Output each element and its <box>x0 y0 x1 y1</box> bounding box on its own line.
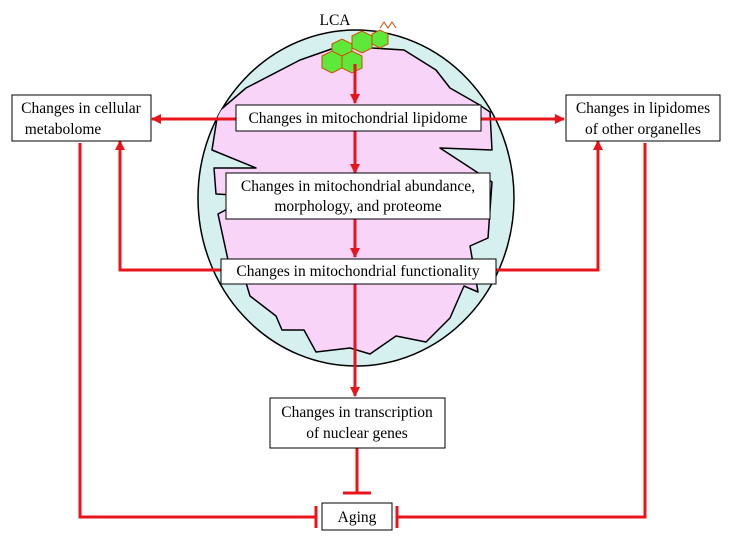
metabolome-label-line1: Changes in cellular <box>21 100 141 117</box>
inhibition-organelles-to-aging <box>397 143 647 519</box>
inhibition-metabolome-to-aging <box>78 143 316 519</box>
transcription-label-line2: of nuclear genes <box>306 425 408 442</box>
box-mitochondrial-abundance: Changes in mitochondrial abundance, morp… <box>225 172 491 220</box>
transcription-label-line1: Changes in transcription <box>281 404 433 421</box>
arrows <box>78 64 647 528</box>
box-cellular-metabolome: Changes in cellular metabolome <box>11 94 152 142</box>
functionality-label: Changes in mitochondrial functionality <box>236 263 479 280</box>
organelles-label-line1: Changes in lipidomes <box>576 100 710 117</box>
lca-molecule-icon <box>321 21 397 74</box>
arrow-functionality-to-metabolome <box>115 140 221 272</box>
abundance-label-line1: Changes in mitochondrial abundance, <box>241 178 475 195</box>
box-mitochondrial-lipidome: Changes in mitochondrial lipidome <box>235 104 482 132</box>
lca-label: LCA <box>320 12 352 29</box>
box-mitochondrial-functionality: Changes in mitochondrial functionality <box>220 258 497 285</box>
organelles-label-line2: of other organelles <box>585 121 701 138</box>
box-aging: Aging <box>321 502 393 531</box>
abundance-label-line2: morphology, and proteome <box>274 198 441 215</box>
metabolome-label-line2: metabolome <box>25 121 102 138</box>
lipidome-label: Changes in mitochondrial lipidome <box>248 110 467 127</box>
arrow-functionality-to-organelles <box>496 140 603 272</box>
aging-label: Aging <box>338 509 377 526</box>
box-other-organelles: Changes in lipidomes of other organelles <box>565 94 721 142</box>
box-nuclear-transcription: Changes in transcription of nuclear gene… <box>269 397 446 449</box>
